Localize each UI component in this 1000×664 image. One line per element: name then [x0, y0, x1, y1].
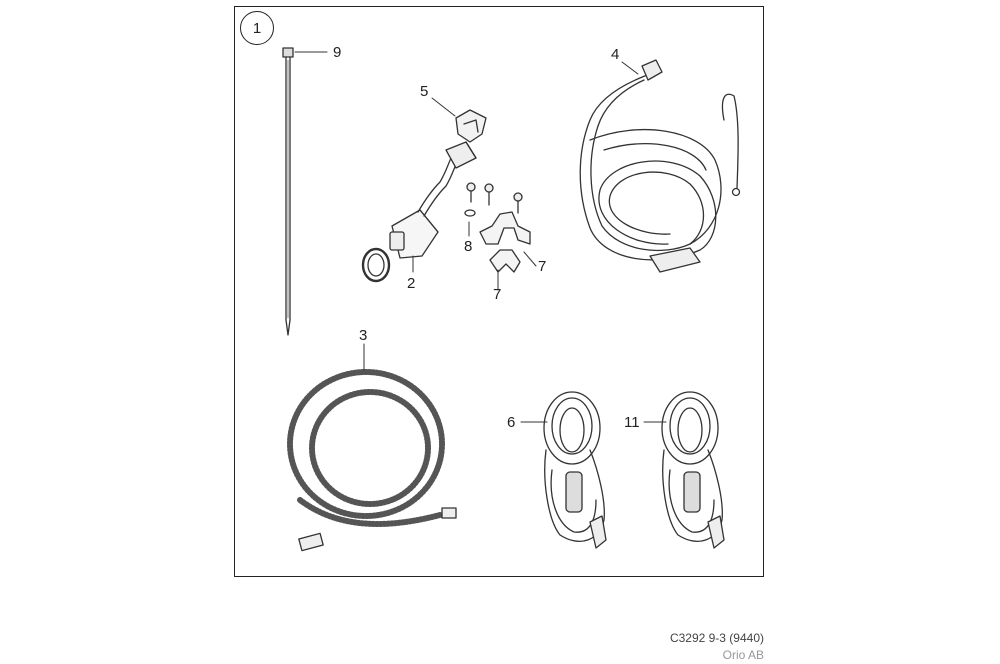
callout-2: 2	[407, 275, 416, 292]
figure-code: C3292 9-3 (9440)	[669, 631, 764, 645]
bracket-part	[479, 211, 531, 273]
kit-number-badge: 1	[240, 11, 274, 45]
callout-7-lower: 7	[493, 286, 502, 303]
callout-4: 4	[611, 46, 620, 63]
callout-7-upper: 7	[538, 258, 547, 275]
clip-part	[455, 109, 487, 143]
callout-9: 9	[333, 44, 342, 61]
callout-3: 3	[359, 327, 368, 344]
callout-5: 5	[420, 83, 429, 100]
leader-lines	[294, 51, 667, 423]
screws-part	[464, 182, 523, 217]
sensor-part	[361, 141, 477, 283]
coiled-cable-part	[579, 59, 741, 273]
corrugated-hose-part	[287, 369, 457, 552]
diagram-frame	[234, 6, 764, 577]
company-name: Orio AB	[722, 648, 764, 662]
cable-tie-part	[282, 47, 294, 336]
callout-8: 8	[464, 238, 473, 255]
callout-6: 6	[507, 414, 516, 431]
power-cord-part	[543, 391, 607, 549]
power-cord-variant-part	[661, 391, 725, 549]
callout-11: 11	[624, 414, 640, 431]
